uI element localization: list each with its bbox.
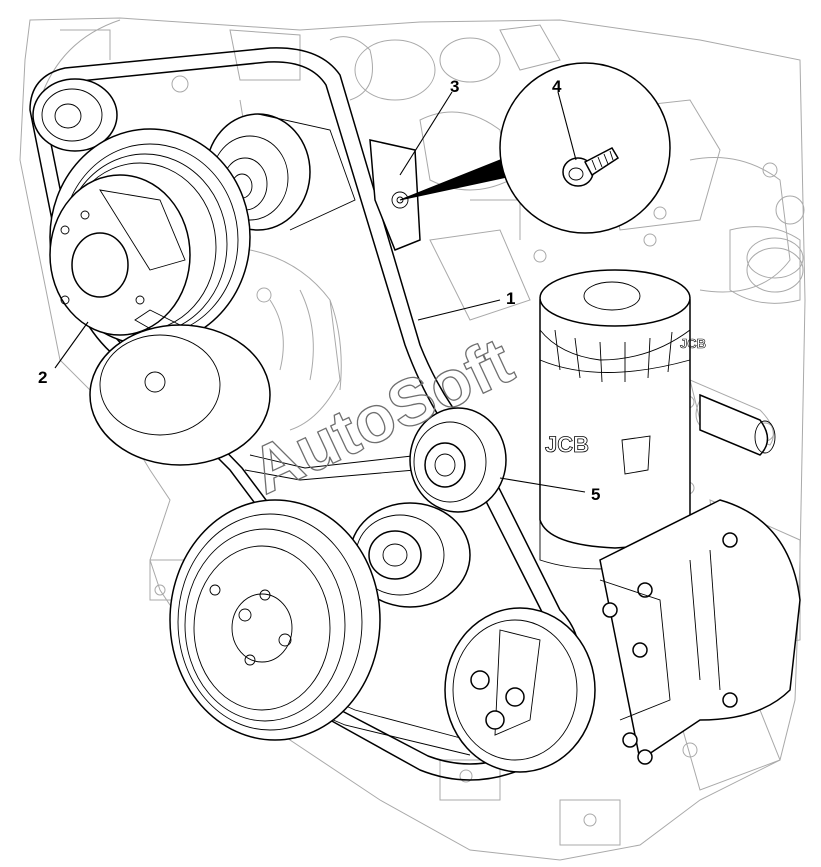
idler-pulley-5 [409,407,507,513]
leader-lines [54,91,586,493]
leader-1 [417,299,501,321]
ac-compressor [444,499,801,773]
callout-1: 1 [506,289,515,308]
callout-2: 2 [38,368,47,387]
sensor-connector [699,393,776,456]
oil-filter: JCB JCB [539,269,706,570]
callout-3: 3 [450,77,459,96]
lower-idler-pulley [89,324,271,466]
leader-3 [399,91,453,176]
leader-2 [54,321,89,369]
leader-5 [499,477,586,493]
callout-labels: 1 2 3 4 5 [38,77,600,504]
middle-idler-pulley [349,502,471,608]
leader-4 [557,91,577,161]
filter-logo: JCB [545,432,589,457]
bolt-4 [562,147,620,187]
bolt-detail-inset [399,62,671,234]
callout-5: 5 [591,485,600,504]
filter-logo-small: JCB [680,336,706,351]
callout-4: 4 [552,77,562,96]
crankshaft-pulley [169,499,381,741]
idler-pulley-top [32,78,118,152]
tensioner-bracket [369,139,421,251]
water-pump-pulley-2 [49,128,251,346]
